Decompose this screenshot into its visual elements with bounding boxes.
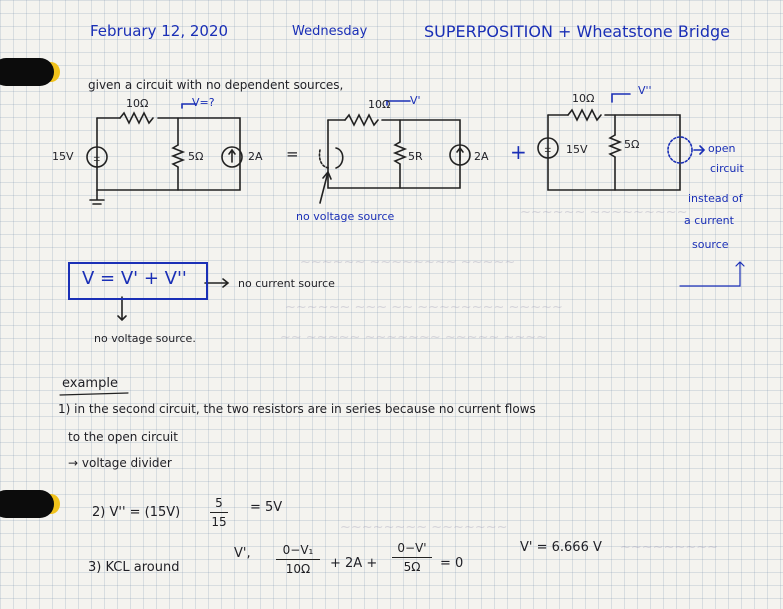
step3-denominator-2: 5Ω [403, 560, 421, 574]
c3-r2-label: 5Ω [624, 138, 640, 151]
c2-current-label: 2A [474, 150, 489, 163]
c3-note-5: source [692, 238, 729, 251]
c1-node-label: V=? [192, 96, 215, 109]
current-source-2a [449, 144, 471, 166]
step2-fraction: 5 15 [210, 496, 228, 529]
formula-below-note: no voltage source. [94, 332, 196, 345]
arrow-to-removed-source [319, 170, 332, 204]
step3-numerator-1: 0−V₁ [282, 543, 314, 557]
superposition-formula: V = V' + V'' [82, 268, 187, 289]
c2-note: no voltage source [296, 210, 395, 223]
intro-text: given a circuit with no dependent source… [88, 78, 344, 92]
example-line-2: to the open circuit [68, 430, 178, 444]
superposition-formula-box [68, 262, 208, 300]
c1-r1-label: 10Ω [126, 97, 149, 110]
header-topic: SUPERPOSITION + Wheatstone Bridge [424, 22, 730, 41]
c3-node-label: V'' [638, 84, 652, 97]
example-heading: example [62, 376, 118, 391]
bleed-through-text: ~~~~~~ ~~~~~~~~~ [520, 205, 688, 220]
example-line-1: 1) in the second circuit, the two resist… [58, 402, 536, 416]
step3-label: 3) KCL around [88, 560, 180, 575]
c3-r1-label: 10Ω [572, 92, 595, 105]
equals-sign: = [286, 145, 299, 163]
current-source-2a [221, 146, 243, 168]
bleed-through-text: ~~ ~~~~~ ~~~~~~~ ~~~~~ ~~~~ [280, 330, 548, 345]
c3-note-3: instead of [688, 192, 743, 205]
c2-r1-label: 10Ω [368, 98, 391, 111]
step2-result: = 5V [250, 500, 283, 515]
step3-equals: = 0 [440, 556, 464, 571]
step3-fraction-1: 0−V₁ 10Ω [276, 543, 320, 576]
header-date: February 12, 2020 [90, 22, 229, 40]
c1-r2-label: 5Ω [188, 150, 204, 163]
step2-denominator: 15 [211, 515, 227, 529]
bleed-through-text: ~~~~~~ ~~~~~~~~ ~~~~~ [300, 255, 516, 270]
bleed-through-text: ~~~~~~~~ ~~~~~~~ [340, 520, 508, 535]
c3-note-4: a current [684, 214, 734, 227]
ground [89, 189, 105, 205]
formula-arrow-note: no current source [238, 277, 335, 290]
header-weekday: Wednesday [292, 24, 368, 39]
wire-loop [96, 117, 241, 191]
step3-result: V' = 6.666 V [520, 540, 602, 555]
c1-source-label: 15V [52, 150, 74, 163]
svg-text:±: ± [544, 145, 552, 155]
step3-middle: + 2A + [330, 556, 378, 571]
bleed-through-text: ~~~~~~ ~~~ ~~ ~~~~~~~~ ~~~~~ [285, 300, 563, 315]
resistor-10ohm [119, 111, 154, 125]
bleed-through-text: ~~~~~~~~~ [620, 540, 719, 555]
c3-source-label: 15V [566, 143, 588, 156]
svg-text:±: ± [93, 154, 101, 164]
plus-sign: + [510, 140, 527, 164]
voltage-source-15v [86, 146, 108, 168]
c1-current-label: 2A [248, 150, 263, 163]
open-circuit [667, 136, 693, 164]
example-line-3: → voltage divider [68, 456, 172, 470]
step3-denominator-1: 10Ω [285, 562, 311, 576]
c3-note-2: circuit [710, 162, 744, 175]
step2-left: 2) V'' = (15V) [92, 505, 181, 520]
voltage-source-15v [537, 137, 559, 159]
c3-note-1: open [708, 142, 736, 155]
step2-numerator: 5 [215, 496, 223, 510]
c2-r2-label: 5R [408, 150, 423, 163]
resistor-5ohm [170, 144, 186, 168]
step3-var: V', [234, 546, 251, 561]
step3-numerator-2: 0−V' [397, 541, 427, 555]
step3-fraction-2: 0−V' 5Ω [392, 541, 432, 574]
c2-node-label: V' [410, 94, 421, 107]
